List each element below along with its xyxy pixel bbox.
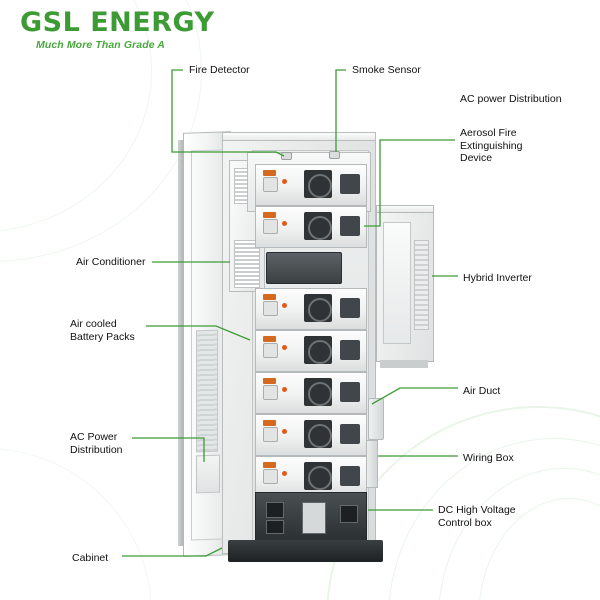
battery-pack-module [255, 456, 367, 498]
dc-high-voltage-control-box-module [255, 492, 367, 542]
air-conditioner-grille-lower [234, 240, 260, 288]
callout-fire-detector: Fire Detector [189, 64, 250, 76]
pack-connector-icon [340, 298, 360, 318]
ac-power-distribution-module [196, 454, 220, 494]
pack-connector-icon [340, 466, 360, 486]
cabinet-base-plinth [228, 540, 383, 562]
pack-fan-icon [304, 170, 332, 198]
pack-status-led-icon [282, 179, 287, 184]
pack-status-led-icon [282, 303, 287, 308]
pack-handle-icon [263, 301, 278, 316]
callout-air-duct: Air Duct [463, 385, 501, 397]
pack-connector-icon [340, 216, 360, 236]
callout-ac-power-distribution-left: AC Power Distribution [70, 431, 123, 456]
pack-connector-icon [340, 424, 360, 444]
air-duct-module [368, 398, 384, 440]
pack-status-led-icon [282, 387, 287, 392]
fire-detector-device [281, 152, 292, 160]
pack-fan-icon [304, 336, 332, 364]
pack-handle-icon [263, 427, 278, 442]
pack-status-led-icon [282, 345, 287, 350]
hybrid-inverter-base [380, 360, 428, 368]
smoke-sensor-device [329, 151, 340, 159]
dc-box-switch-icon [266, 502, 284, 518]
pack-fan-icon [304, 462, 332, 490]
pack-connector-icon [340, 340, 360, 360]
hybrid-inverter-vent [414, 240, 429, 330]
battery-pack-module [255, 372, 367, 414]
pack-fan-icon [304, 212, 332, 240]
pack-status-led-icon [282, 471, 287, 476]
battery-pack-module [255, 414, 367, 456]
wiring-box-module [366, 440, 378, 488]
callout-cabinet: Cabinet [72, 552, 109, 564]
dc-box-switch-icon [340, 505, 358, 523]
pack-handle-orange-icon [263, 420, 276, 426]
pack-handle-orange-icon [263, 336, 276, 342]
callout-wiring-box: Wiring Box [463, 452, 514, 464]
callout-aerosol-fire-extinguishing-device: Aerosol Fire Extinguishing Device [460, 127, 523, 164]
hybrid-inverter-panel [383, 222, 411, 344]
callout-ac-power-distribution-top: AC power Distribution [460, 93, 562, 105]
cabinet-door-vent [196, 329, 218, 453]
pack-handle-orange-icon [263, 462, 276, 468]
brand-name: GSL ENERGY [20, 7, 215, 38]
pack-connector-icon [340, 382, 360, 402]
callout-smoke-sensor: Smoke Sensor [352, 64, 421, 76]
battery-pack-module [255, 206, 367, 248]
pack-fan-icon [304, 294, 332, 322]
dc-box-meter-icon [302, 502, 326, 534]
pack-handle-orange-icon [263, 294, 276, 300]
pack-handle-orange-icon [263, 378, 276, 384]
callout-dc-high-voltage-control-box: DC High Voltage Control box [438, 504, 516, 529]
control-display-screen [266, 252, 342, 284]
battery-pack-module [255, 330, 367, 372]
cabinet-door-hinge [178, 140, 184, 546]
pack-handle-orange-icon [263, 170, 276, 176]
pack-connector-icon [340, 174, 360, 194]
battery-pack-module [255, 164, 367, 206]
pack-handle-icon [263, 385, 278, 400]
pack-handle-orange-icon [263, 212, 276, 218]
pack-fan-icon [304, 378, 332, 406]
callout-air-cooled-battery-packs: Air cooled Battery Packs [70, 318, 135, 343]
brand-logo: GSL ENERGY Much More Than Grade A [20, 7, 215, 52]
callout-air-conditioner: Air Conditioner [76, 256, 146, 268]
callout-hybrid-inverter: Hybrid Inverter [463, 272, 532, 284]
pack-status-led-icon [282, 429, 287, 434]
battery-pack-module [255, 288, 367, 330]
pack-handle-icon [263, 343, 278, 358]
pack-status-led-icon [282, 221, 287, 226]
pack-handle-icon [263, 177, 278, 192]
pack-fan-icon [304, 420, 332, 448]
dc-box-switch-icon [266, 520, 284, 534]
pack-handle-icon [263, 219, 278, 234]
brand-tagline: Much More Than Grade A [36, 39, 165, 51]
pack-handle-icon [263, 469, 278, 484]
